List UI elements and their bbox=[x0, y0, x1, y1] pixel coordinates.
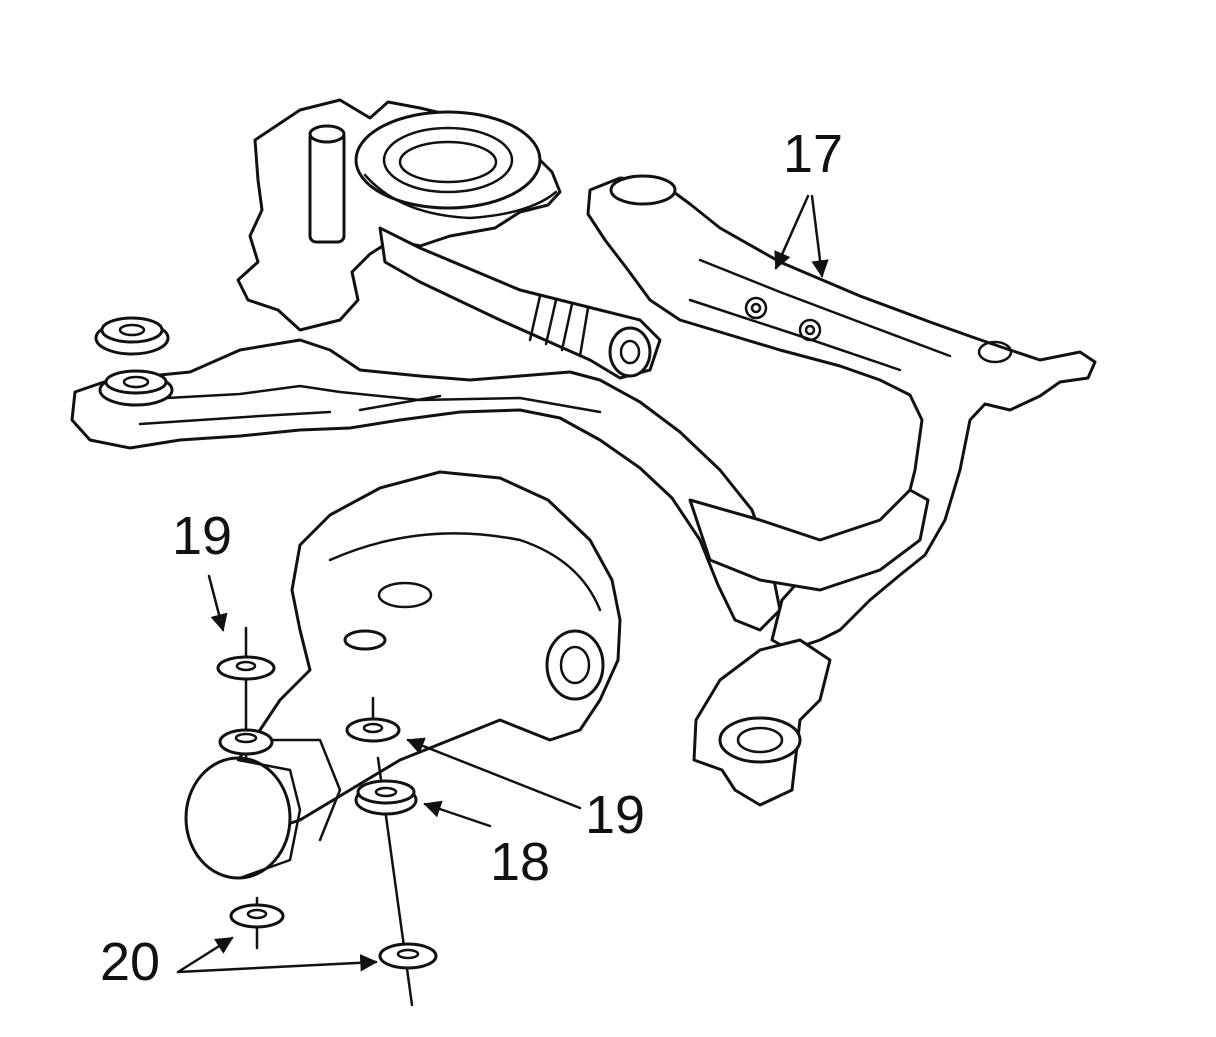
callout-19-left: 19 bbox=[172, 506, 232, 632]
callout-17: 17 bbox=[774, 124, 843, 278]
drive-shaft bbox=[378, 226, 662, 380]
label-17: 17 bbox=[783, 124, 843, 184]
callout-19-right: 19 bbox=[406, 737, 645, 845]
rear-subframe bbox=[70, 98, 1097, 807]
leader-19-right bbox=[406, 737, 582, 810]
washers bbox=[216, 626, 438, 1007]
leader-17-b bbox=[810, 194, 829, 278]
label-18: 18 bbox=[490, 832, 550, 892]
label-19-right: 19 bbox=[585, 785, 645, 845]
leader-19-left bbox=[207, 574, 228, 632]
label-19-left: 19 bbox=[172, 506, 232, 566]
leader-17-a bbox=[774, 194, 810, 270]
callout-18: 18 bbox=[423, 800, 550, 892]
leader-20-a bbox=[176, 936, 234, 974]
callout-20: 20 bbox=[100, 932, 378, 992]
label-20: 20 bbox=[100, 932, 160, 992]
differential bbox=[184, 470, 622, 880]
leader-18 bbox=[423, 800, 492, 828]
leader-20-b bbox=[176, 954, 378, 974]
